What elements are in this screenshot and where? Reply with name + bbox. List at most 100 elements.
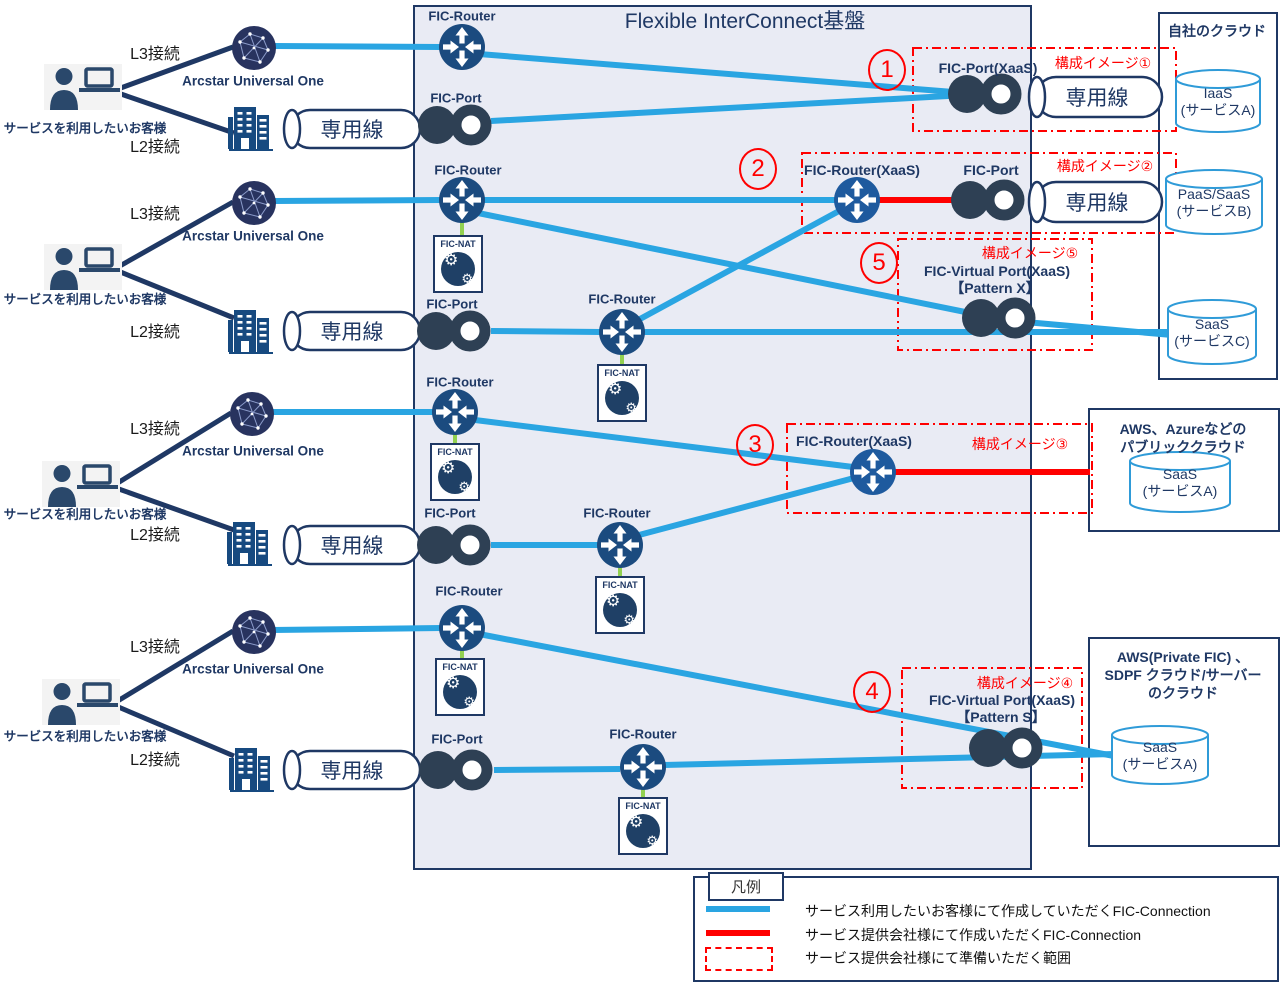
dedicated-line-capsules	[282, 75, 1164, 791]
fic-router-label: FIC-Router	[609, 726, 677, 742]
legend-provider-scope-sample	[705, 947, 773, 971]
badge-1: 1	[868, 49, 906, 91]
fic-router-icon	[597, 522, 643, 568]
cylinder-iaas-a	[1175, 69, 1261, 133]
badge-2: 2	[739, 148, 777, 190]
l2-label: L2接続	[130, 527, 180, 544]
l3-label: L3接続	[130, 639, 180, 656]
fic-platform-panel	[413, 5, 1032, 870]
arcstar-globe-icon	[229, 391, 275, 437]
fic-port-icon	[419, 751, 487, 789]
fic-router-label: FIC-Router	[583, 505, 651, 521]
fic-router-icon	[432, 389, 478, 435]
pattern-x-label: 【Pattern X】	[950, 280, 1040, 296]
fic-port-label: FIC-Port	[963, 162, 1019, 178]
customer-person-icon	[44, 244, 122, 290]
badge-3: 3	[736, 424, 774, 466]
fic-nat-label: FIC-NAT	[604, 368, 640, 378]
fic-router-label: FIC-Router	[435, 583, 503, 599]
fic-port-label: FIC-Port	[426, 296, 478, 312]
customer-label: サービスを利用したいお客様	[3, 729, 167, 744]
capsule	[1027, 75, 1164, 119]
building-icon	[229, 748, 274, 792]
fic-nat-label: FIC-NAT	[437, 447, 473, 457]
fic-router-xaas-icon	[834, 177, 880, 223]
service-paas-b: PaaS/SaaS (サービスB)	[1176, 186, 1252, 219]
access-lines	[114, 44, 235, 759]
l2-label: L2接続	[130, 324, 180, 341]
legend-provider-line-sample	[706, 930, 770, 936]
arcstar-globe-icon	[231, 25, 277, 71]
fic-port-xaas-icon	[948, 75, 1016, 113]
capsule	[282, 749, 422, 791]
fic-nat-box: FIC-NAT ⚙⚙	[433, 235, 483, 293]
gears-icon: ⚙⚙	[626, 814, 660, 848]
provider-fic-connections	[879, 197, 1090, 475]
scope-box-4	[901, 667, 1083, 789]
fic-router-icon	[439, 177, 485, 223]
l3-label: L3接続	[130, 46, 180, 63]
fic-router-icon	[599, 309, 645, 355]
arcstar-label: Arcstar Universal One	[182, 661, 324, 677]
building-icon	[228, 107, 273, 151]
own-cloud-title: 自社のクラウド	[1168, 23, 1266, 39]
fic-router-xaas-label: FIC-Router(XaaS)	[796, 433, 912, 449]
config-label-4: 構成イメージ④	[976, 675, 1074, 691]
config-label-3: 構成イメージ③	[971, 436, 1069, 452]
arcstar-globe-icon	[231, 180, 277, 226]
fic-nat-box: FIC-NAT ⚙⚙	[597, 364, 647, 422]
fic-port-xaas-label: FIC-Port(XaaS)	[938, 60, 1038, 76]
legend-customer-line-sample	[706, 906, 770, 912]
dedicated-line-label: 専用線	[320, 321, 384, 344]
fic-port-label: FIC-Port	[431, 731, 483, 747]
fic-port-icon	[417, 312, 485, 350]
gears-icon: ⚙⚙	[605, 381, 639, 415]
gears-icon: ⚙⚙	[443, 675, 477, 709]
fic-router-label: FIC-Router	[426, 374, 494, 390]
dedicated-line-label: 専用線	[320, 760, 384, 783]
service-saas-c: SaaS (サービスC)	[1174, 316, 1250, 349]
gears-icon: ⚙⚙	[438, 460, 472, 494]
dedicated-line-label: 専用線	[320, 535, 384, 558]
customer-person-icon	[42, 679, 120, 725]
fic-port-icon	[951, 181, 1019, 219]
building-icon	[228, 310, 273, 354]
customer-person-icon	[42, 461, 120, 507]
pattern-s-label: 【Pattern S】	[956, 709, 1046, 725]
fic-nat-box: FIC-NAT ⚙⚙	[435, 658, 485, 716]
badge-4: 4	[853, 671, 891, 713]
cylinder-saas-private	[1111, 725, 1209, 785]
fic-nat-label: FIC-NAT	[625, 801, 661, 811]
fic-virtual-port-xaas-label: FIC-Virtual Port(XaaS)	[924, 263, 1070, 279]
customer-label: サービスを利用したいお客様	[3, 292, 167, 307]
fic-port-icon	[417, 526, 485, 564]
fic-router-icon	[439, 24, 485, 70]
arcstar-label: Arcstar Universal One	[182, 228, 324, 244]
panel-title: Flexible InterConnect基盤	[624, 10, 866, 33]
fic-router-label: FIC-Router	[428, 8, 496, 24]
fic-router-xaas-icon	[850, 449, 896, 495]
l2-label: L2接続	[130, 139, 180, 156]
fic-nat-box: FIC-NAT ⚙⚙	[595, 576, 645, 634]
fic-nat-label: FIC-NAT	[440, 239, 476, 249]
capsule	[282, 524, 422, 566]
cylinder-paas-b	[1165, 169, 1263, 235]
dedicated-line-label: 専用線	[1065, 192, 1129, 215]
fic-nat-box: FIC-NAT ⚙⚙	[430, 443, 480, 501]
dedicated-line-label: 専用線	[320, 119, 384, 142]
capsule	[1027, 180, 1164, 224]
customer-person-icon	[44, 64, 122, 110]
fic-nat-box: FIC-NAT ⚙⚙	[618, 797, 668, 855]
fic-router-icon	[439, 605, 485, 651]
public-cloud-title-line2: パブリッククラウド	[1120, 439, 1246, 455]
fic-routers	[432, 24, 896, 790]
fic-port-label: FIC-Port	[430, 90, 482, 106]
l3-label: L3接続	[130, 421, 180, 438]
public-cloud-title-line1: AWS、Azureなどの	[1119, 421, 1247, 437]
fic-nat-label: FIC-NAT	[602, 580, 638, 590]
config-label-2: 構成イメージ②	[1056, 158, 1154, 174]
gears-icon: ⚙⚙	[603, 593, 637, 627]
scope-box-3	[786, 423, 1093, 514]
